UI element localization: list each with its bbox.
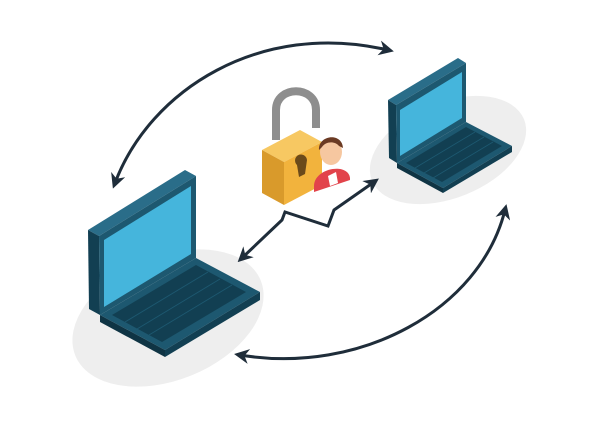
small-laptop-icon	[388, 58, 512, 193]
top-sync-arrow-icon	[111, 40, 394, 189]
zigzag-arrow-icon	[237, 178, 379, 263]
keyhole-icon	[295, 154, 307, 177]
user-icon	[314, 137, 350, 192]
bottom-sync-arrow-icon	[234, 204, 511, 364]
large-laptop-icon	[88, 170, 260, 357]
padlock-icon	[262, 87, 322, 205]
